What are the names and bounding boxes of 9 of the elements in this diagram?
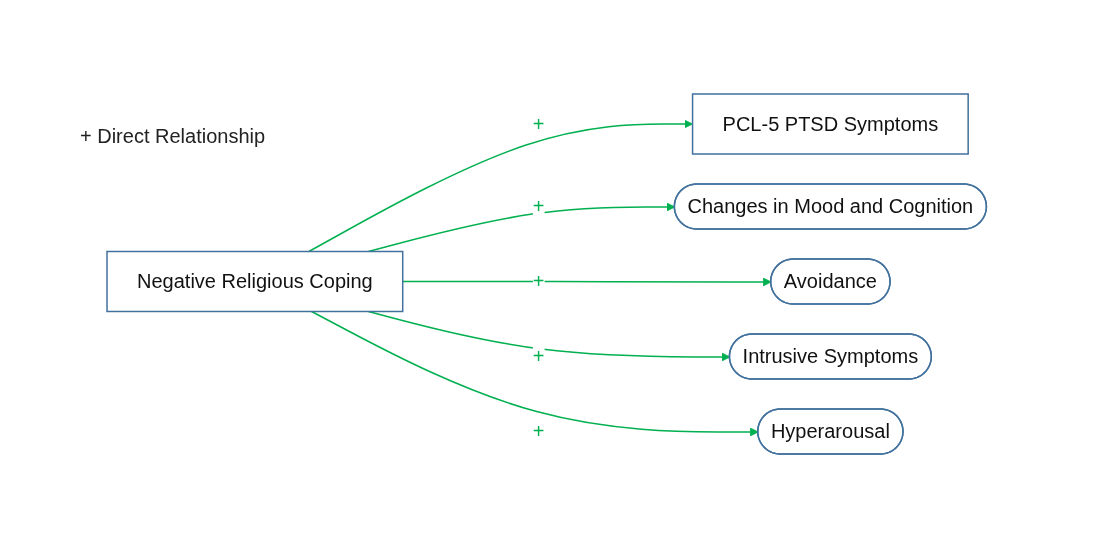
edge-label: +: [533, 113, 545, 135]
edge-label: +: [533, 420, 545, 443]
node-box: Negative Religious Coping: [106, 250, 404, 313]
arrow: [311, 310, 759, 437]
node-box: PCL-5 PTSD Symptoms: [692, 93, 970, 155]
edge-label: +: [533, 270, 545, 293]
edge-label: +: [533, 345, 545, 368]
legend-note: + Direct Relationship: [80, 125, 266, 148]
edge-label: +: [533, 195, 545, 218]
